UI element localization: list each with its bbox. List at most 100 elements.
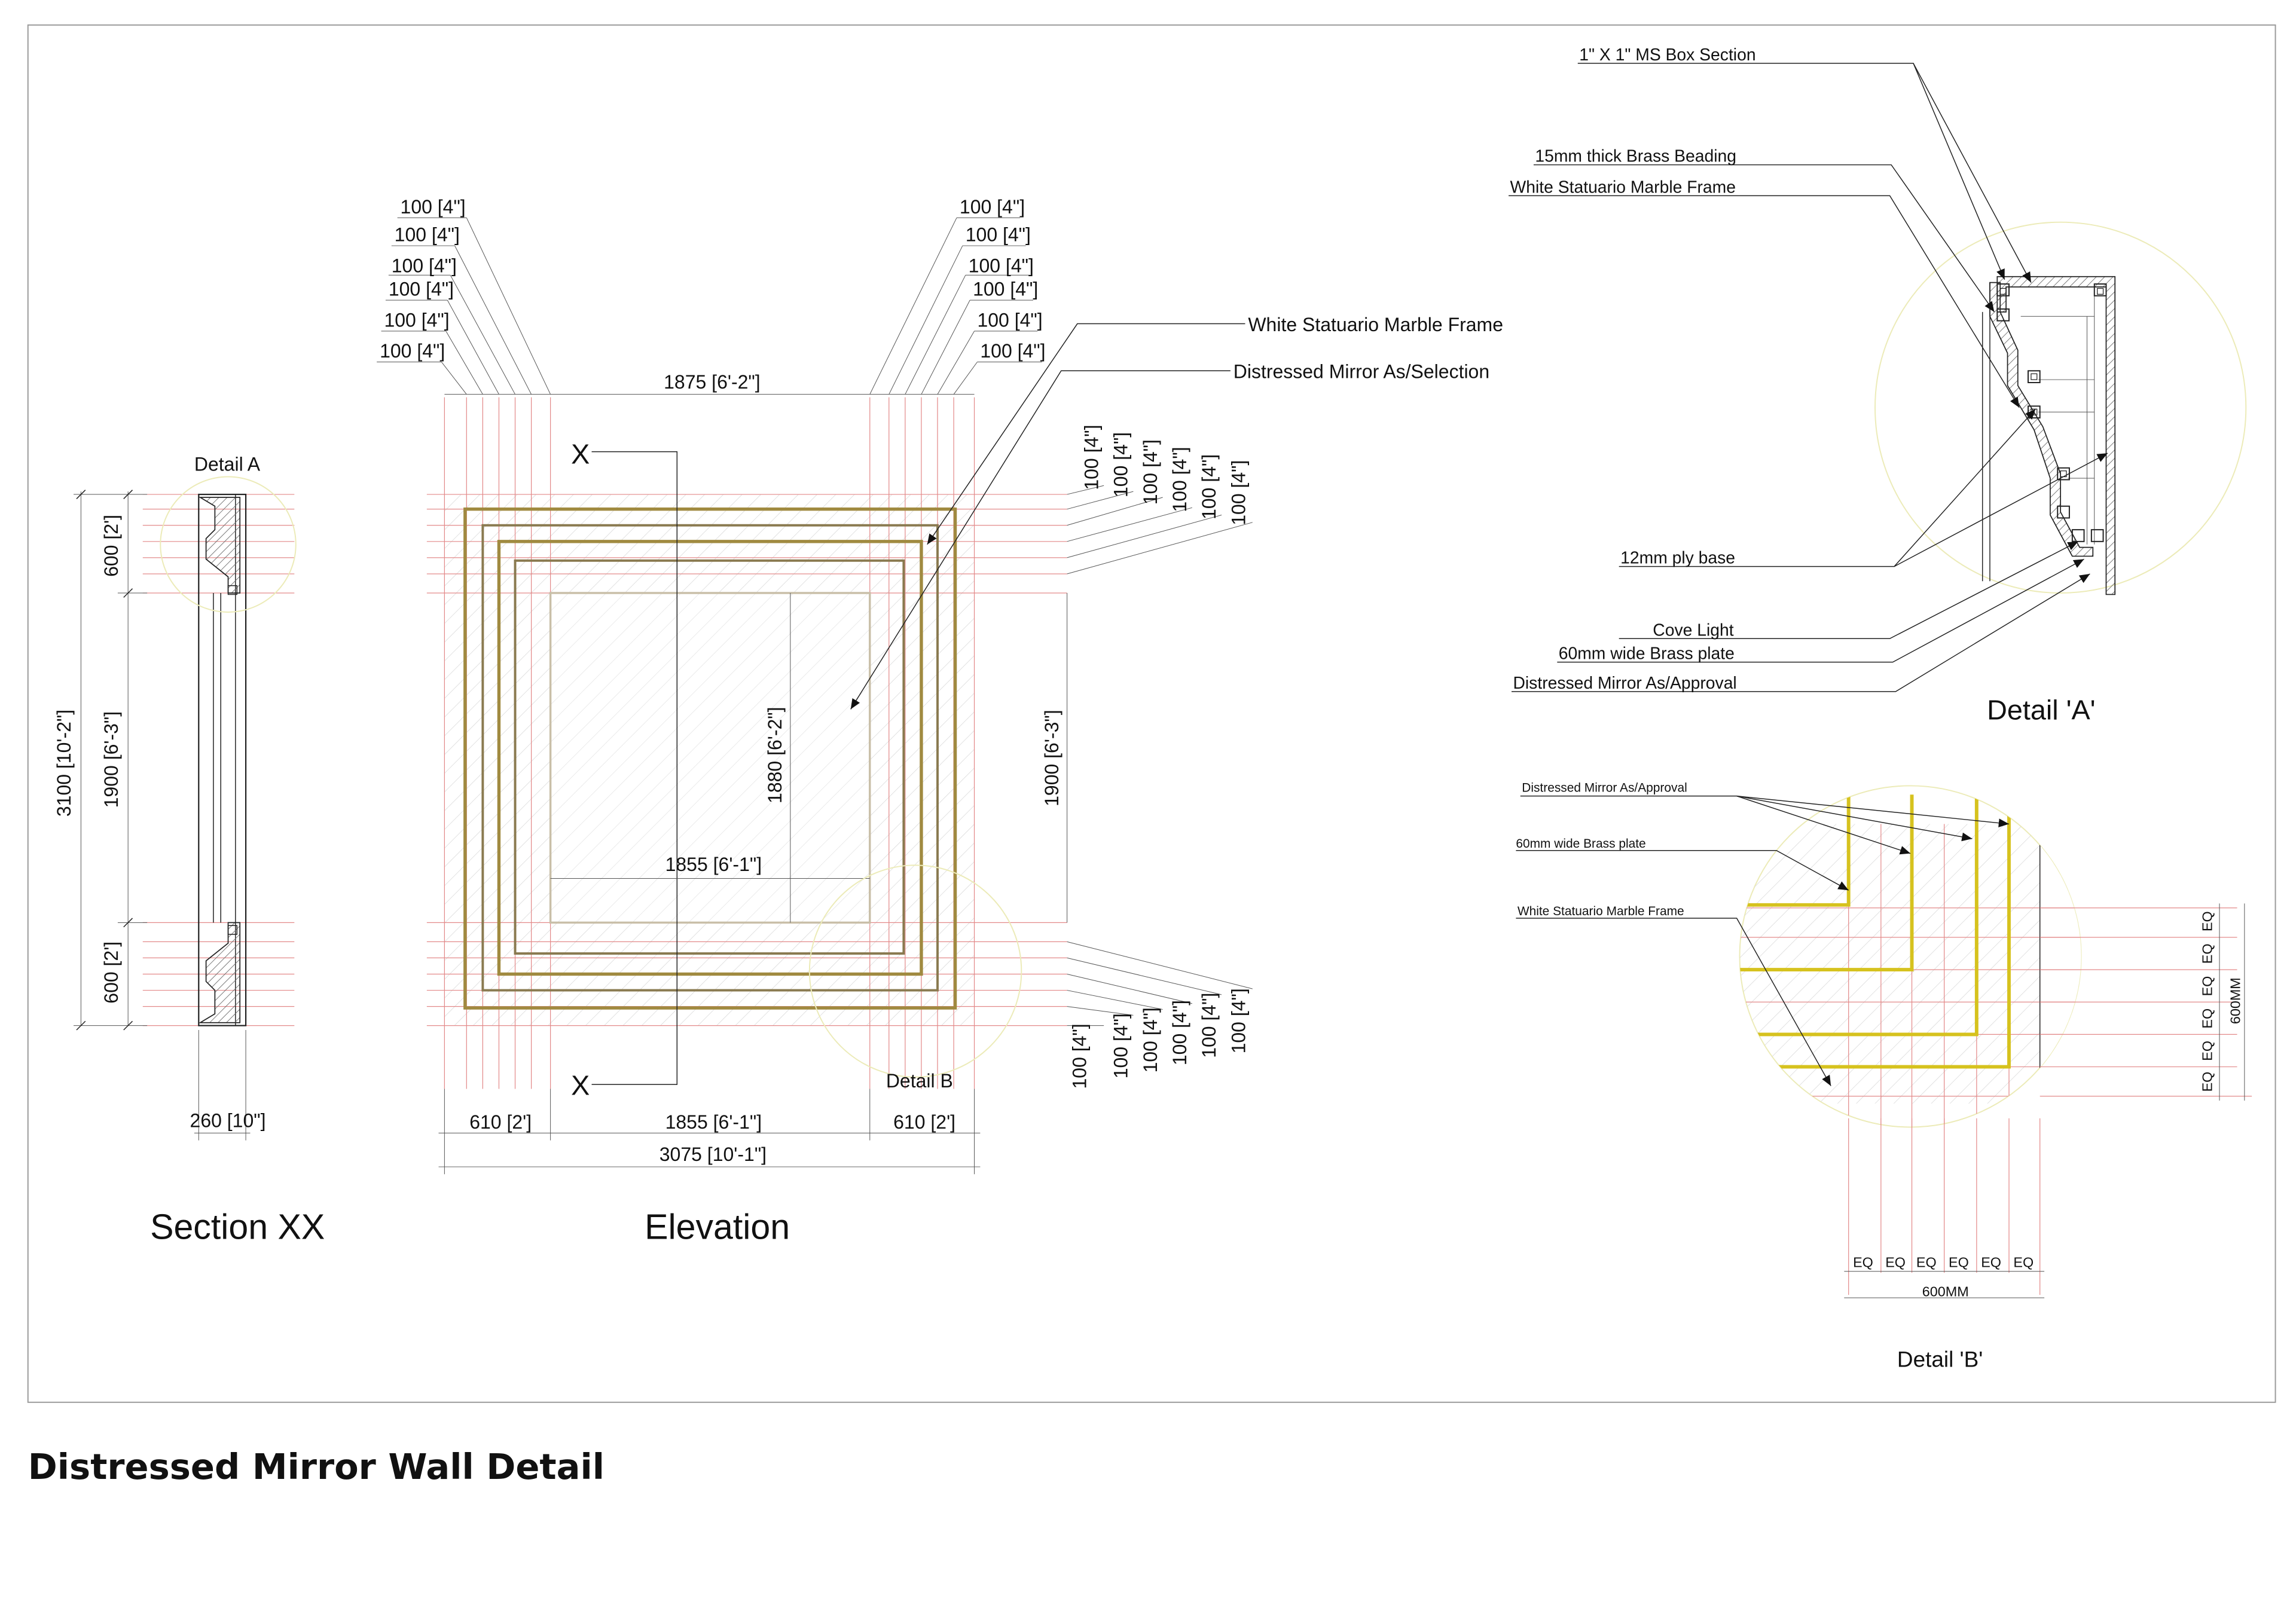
band-dim-tl-1: 100 [4"] [401,196,466,218]
sheet-border [27,24,2276,1403]
band-dim-rl-2: 100 [4"] [1110,1013,1132,1078]
eq-v-6: EQ [2200,1072,2215,1092]
right-upper-band-labels: 100 [4"] 100 [4"] 100 [4"] 100 [4"] 100 … [1067,424,1253,574]
detail-b-extensions [1848,907,2252,1295]
detail-a-callout-cove-light: Cove Light [1653,620,1733,639]
elevation-brass-frames [463,507,957,1010]
detail-b-callout-mirror: Distressed Mirror As/Approval [1522,781,1687,794]
section-dim-depth: 260 [10"] [190,1109,266,1131]
band-dim-rl-3: 100 [4"] [1140,1007,1161,1072]
right-height-dim: 1900 [6'-3"] [1041,592,1068,923]
bottom-dim-left: 610 [2'] [469,1111,532,1133]
detail-a-marker: Detail A [194,454,261,475]
bottom-dim-overall: 3075 [10'-1"] [660,1144,767,1165]
top-right-band-labels: 100 [4"] 100 [4"] 100 [4"] 100 [4"] 100 … [869,196,1046,395]
band-dim-ru-3: 100 [4"] [1140,439,1161,505]
band-dim-tl-3: 100 [4"] [392,255,457,276]
right-height-label: 1900 [6'-3"] [1041,710,1062,806]
band-dim-tl-2: 100 [4"] [395,224,460,246]
detail-b-view: Distressed Mirror As/Approval 60mm wide … [1516,781,2252,1372]
top-left-band-labels: 100 [4"] 100 [4"] 100 [4"] 100 [4"] 100 … [377,196,551,395]
detail-b-title: Detail 'B' [1897,1347,1983,1372]
band-dim-ru-5: 100 [4"] [1198,454,1220,519]
eq-v-total: 600MM [2227,977,2243,1024]
band-dim-tr-1: 100 [4"] [960,196,1025,218]
section-profile [198,493,247,1026]
elevation-bottom-dims: 610 [2'] 1855 [6'-1"] 610 [2'] 3075 [10'… [438,1089,981,1175]
elevation-callout-marble: White Statuario Marble Frame [1248,314,1503,335]
section-dim-bottom: 600 [2'] [100,942,122,1004]
eq-v-1: EQ [2200,911,2215,931]
section-dim-top: 600 [2'] [100,515,122,577]
top-width-label: 1875 [6'-2"] [664,371,761,393]
eq-h-5: EQ [1981,1254,2001,1270]
section-dim-mid: 1900 [6'-3"] [100,711,122,808]
bottom-dim-mid: 1855 [6'-1"] [665,1111,762,1133]
band-dim-ru-4: 100 [4"] [1169,447,1190,512]
detail-a-title: Detail 'A' [1987,695,2096,726]
band-dim-rl-4: 100 [4"] [1169,1000,1190,1065]
band-dim-rl-1: 100 [4"] [1069,1023,1091,1089]
section-vertical-dims: 600 [2'] 1900 [6'-3"] 600 [2'] 3100 [10'… [53,490,148,1031]
band-dim-tl-4: 100 [4"] [389,279,454,300]
eq-h-1: EQ [1853,1254,1873,1270]
elevation-view: X X 1855 [6'-1"] 1880 [6'-2"] 1875 [6'-2… [377,196,1503,1247]
section-reference-lines [142,494,295,1026]
band-dim-tr-2: 100 [4"] [966,224,1031,246]
detail-a-callout-brass-plate: 60mm wide Brass plate [1559,644,1735,663]
right-lower-band-labels: 100 [4"] 100 [4"] 100 [4"] 100 [4"] 100 … [1067,941,1253,1089]
band-dim-tl-5: 100 [4"] [384,309,449,331]
band-dim-ru-6: 100 [4"] [1228,460,1249,525]
eq-h-total: 600MM [1922,1284,1969,1300]
top-width-dim: 1875 [6'-2"] [444,371,975,395]
bottom-dim-right: 610 [2'] [893,1111,955,1133]
band-dim-tr-5: 100 [4"] [977,309,1042,331]
detail-b-leaders [1516,795,2010,1086]
detail-b-horizontal-eq: EQ EQ EQ EQ EQ EQ 600MM [1844,1254,2045,1300]
detail-a-callout-marble-frame: White Statuario Marble Frame [1510,177,1736,196]
cut-marker-bottom: X [571,1069,590,1101]
mirror-height-dim: 1880 [6'-2"] [764,707,786,803]
elevation-title: Elevation [645,1208,790,1247]
detail-a-marker-circle [160,476,297,613]
elevation-callout-mirror: Distressed Mirror As/Selection [1234,361,1489,383]
detail-b-marker: Detail B [886,1070,953,1092]
detail-a-callout-brass-beading: 15mm thick Brass Beading [1535,146,1736,166]
detail-a-view: 1" X 1" MS Box Section 15mm thick Brass … [1509,45,2247,726]
cut-marker-top: X [571,438,590,469]
detail-a-callout-ply-base: 12mm ply base [1620,548,1735,567]
eq-h-3: EQ [1916,1254,1937,1270]
detail-a-callout-mirror: Distressed Mirror As/Approval [1513,673,1736,692]
band-dim-tl-6: 100 [4"] [380,340,445,362]
mirror-dims: 1855 [6'-1"] 1880 [6'-2"] [550,592,870,923]
section-xx-view: Detail A 600 [2'] 1900 [6'-3"] 600 [2'] … [53,454,325,1247]
detail-b-marker-circle [808,864,1022,1078]
band-dim-rl-6: 100 [4"] [1228,988,1249,1053]
detail-b-callout-marble-frame: White Statuario Marble Frame [1518,904,1684,918]
detail-b-callout-brass-plate: 60mm wide Brass plate [1516,837,1645,851]
eq-h-2: EQ [1885,1254,1906,1270]
band-dim-tr-4: 100 [4"] [973,279,1038,300]
detail-a-leaders [1509,63,2108,692]
section-cut-line: X X [571,438,678,1101]
band-dim-ru-2: 100 [4"] [1110,432,1132,497]
eq-v-4: EQ [2200,1008,2215,1029]
sheet-title: Distressed Mirror Wall Detail [28,1446,604,1487]
band-dim-tr-6: 100 [4"] [980,340,1045,362]
band-dim-tr-3: 100 [4"] [969,255,1034,276]
band-dim-rl-5: 100 [4"] [1198,993,1220,1058]
eq-v-5: EQ [2200,1041,2215,1061]
eq-v-3: EQ [2200,976,2215,997]
eq-h-4: EQ [1949,1254,1969,1270]
section-dim-overall: 3100 [10'-2"] [53,710,75,817]
eq-v-2: EQ [2200,943,2215,964]
band-dim-ru-1: 100 [4"] [1080,424,1102,490]
detail-a-callout-box-section: 1" X 1" MS Box Section [1579,45,1755,64]
eq-h-6: EQ [2013,1254,2034,1270]
section-depth-dim: 260 [10"] [190,1030,266,1141]
detail-b-vertical-eq: EQ EQ EQ EQ EQ EQ 600MM [2200,903,2245,1101]
elevation-mirror-hatch [550,592,870,923]
section-xx-title: Section XX [150,1208,325,1247]
mirror-width-dim: 1855 [6'-1"] [665,854,762,875]
